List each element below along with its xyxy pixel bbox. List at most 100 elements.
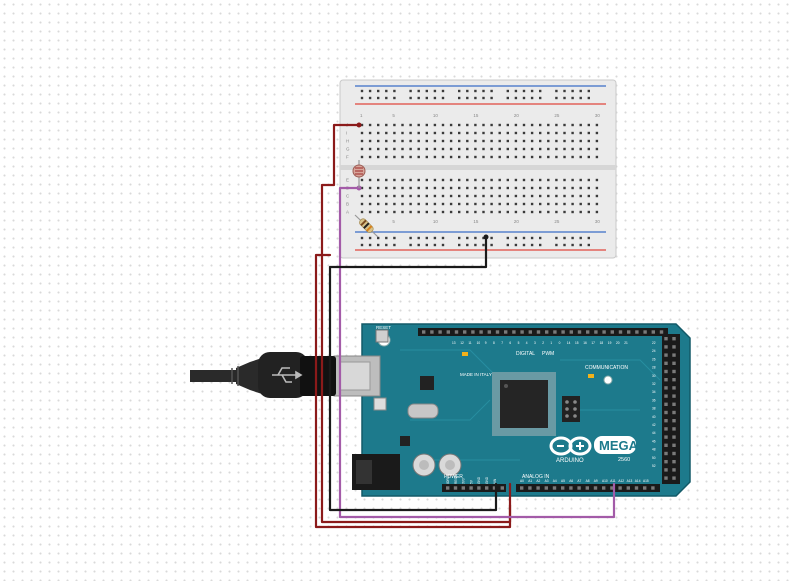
breadboard-hole[interactable]: [377, 178, 380, 182]
breadboard-hole[interactable]: [425, 194, 428, 198]
breadboard-hole[interactable]: [409, 147, 412, 151]
breadboard-hole[interactable]: [530, 123, 534, 127]
header-pin[interactable]: [672, 394, 676, 398]
breadboard-hole[interactable]: [482, 96, 485, 100]
breadboard-hole[interactable]: [539, 202, 542, 206]
breadboard-hole[interactable]: [377, 243, 380, 247]
breadboard-hole[interactable]: [547, 210, 550, 214]
breadboard-hole[interactable]: [393, 202, 396, 206]
breadboard-hole[interactable]: [441, 147, 445, 151]
breadboard-hole[interactable]: [490, 89, 493, 93]
breadboard-hole[interactable]: [474, 96, 477, 100]
breadboard-hole[interactable]: [377, 186, 380, 190]
arduino-mega-board[interactable]: RESET DIGITAL COMMUNICATION P: [333, 323, 691, 497]
breadboard-hole[interactable]: [474, 210, 477, 214]
header-pin[interactable]: [664, 337, 668, 341]
breadboard-hole[interactable]: [506, 210, 509, 214]
breadboard-hole[interactable]: [539, 155, 542, 159]
header-pin[interactable]: [561, 486, 565, 490]
breadboard-hole[interactable]: [449, 202, 453, 206]
breadboard-hole[interactable]: [417, 178, 420, 182]
breadboard-hole[interactable]: [458, 89, 461, 93]
breadboard-hole[interactable]: [539, 236, 542, 240]
breadboard-hole[interactable]: [417, 123, 420, 127]
breadboard-hole[interactable]: [571, 96, 574, 100]
breadboard-hole[interactable]: [522, 243, 526, 247]
breadboard-hole[interactable]: [498, 131, 501, 135]
breadboard-hole[interactable]: [409, 194, 412, 198]
breadboard-hole[interactable]: [466, 96, 469, 100]
header-pin[interactable]: [594, 330, 598, 334]
header-pin[interactable]: [651, 486, 655, 490]
resistor-icon[interactable]: [354, 214, 379, 238]
breadboard-hole[interactable]: [522, 194, 526, 198]
breadboard-hole[interactable]: [547, 131, 550, 135]
header-pin[interactable]: [664, 427, 668, 431]
breadboard-hole[interactable]: [498, 202, 501, 206]
breadboard-hole[interactable]: [393, 147, 396, 151]
breadboard-hole[interactable]: [490, 123, 493, 127]
header-pin[interactable]: [672, 468, 676, 472]
header-pin[interactable]: [602, 486, 606, 490]
breadboard-hole[interactable]: [466, 236, 469, 240]
breadboard-hole[interactable]: [385, 236, 388, 240]
breadboard-hole[interactable]: [555, 202, 558, 206]
breadboard-hole[interactable]: [514, 210, 518, 214]
header-pin[interactable]: [471, 330, 475, 334]
header-pin[interactable]: [487, 330, 491, 334]
breadboard-hole[interactable]: [587, 202, 590, 206]
breadboard-hole[interactable]: [409, 202, 412, 206]
breadboard-hole[interactable]: [385, 210, 388, 214]
header-pin[interactable]: [664, 378, 668, 382]
breadboard-hole[interactable]: [579, 243, 582, 247]
header-pin[interactable]: [672, 427, 676, 431]
breadboard-hole[interactable]: [571, 147, 574, 151]
breadboard-hole[interactable]: [579, 186, 582, 190]
header-pin[interactable]: [610, 330, 614, 334]
header-pin[interactable]: [446, 486, 450, 490]
header-pin[interactable]: [672, 361, 676, 365]
breadboard-hole[interactable]: [587, 147, 590, 151]
breadboard-hole[interactable]: [368, 96, 372, 100]
breadboard-hole[interactable]: [433, 155, 437, 159]
header-pin[interactable]: [520, 330, 524, 334]
breadboard-hole[interactable]: [466, 147, 469, 151]
breadboard-hole[interactable]: [539, 178, 542, 182]
breadboard-hole[interactable]: [433, 178, 437, 182]
breadboard-hole[interactable]: [401, 202, 404, 206]
breadboard-hole[interactable]: [368, 210, 372, 214]
breadboard-hole[interactable]: [377, 236, 380, 240]
breadboard-hole[interactable]: [595, 147, 599, 151]
breadboard-hole[interactable]: [385, 202, 388, 206]
breadboard-hole[interactable]: [563, 147, 566, 151]
header-pin[interactable]: [651, 330, 655, 334]
breadboard-hole[interactable]: [522, 210, 526, 214]
breadboard-hole[interactable]: [401, 210, 404, 214]
breadboard-hole[interactable]: [433, 139, 437, 143]
header-pin[interactable]: [430, 330, 434, 334]
breadboard-hole[interactable]: [458, 194, 461, 198]
wire-ground[interactable]: [328, 235, 498, 512]
breadboard-hole[interactable]: [490, 131, 493, 135]
breadboard-hole[interactable]: [563, 123, 566, 127]
breadboard-hole[interactable]: [595, 178, 599, 182]
breadboard-hole[interactable]: [360, 178, 364, 182]
breadboard-hole[interactable]: [425, 210, 428, 214]
breadboard-hole[interactable]: [393, 89, 396, 93]
breadboard-hole[interactable]: [409, 243, 412, 247]
breadboard-hole[interactable]: [458, 178, 461, 182]
breadboard-hole[interactable]: [555, 210, 558, 214]
header-pin[interactable]: [577, 486, 581, 490]
header-pin[interactable]: [593, 486, 598, 490]
breadboard-hole[interactable]: [466, 210, 469, 214]
breadboard-hole[interactable]: [587, 186, 590, 190]
breadboard-hole[interactable]: [563, 194, 566, 198]
breadboard-hole[interactable]: [466, 139, 469, 143]
breadboard-hole[interactable]: [458, 123, 461, 127]
header-pin[interactable]: [672, 337, 676, 341]
header-pin[interactable]: [492, 486, 497, 490]
breadboard-hole[interactable]: [490, 243, 493, 247]
breadboard-hole[interactable]: [595, 186, 599, 190]
breadboard-hole[interactable]: [385, 243, 388, 247]
breadboard-hole[interactable]: [587, 236, 590, 240]
